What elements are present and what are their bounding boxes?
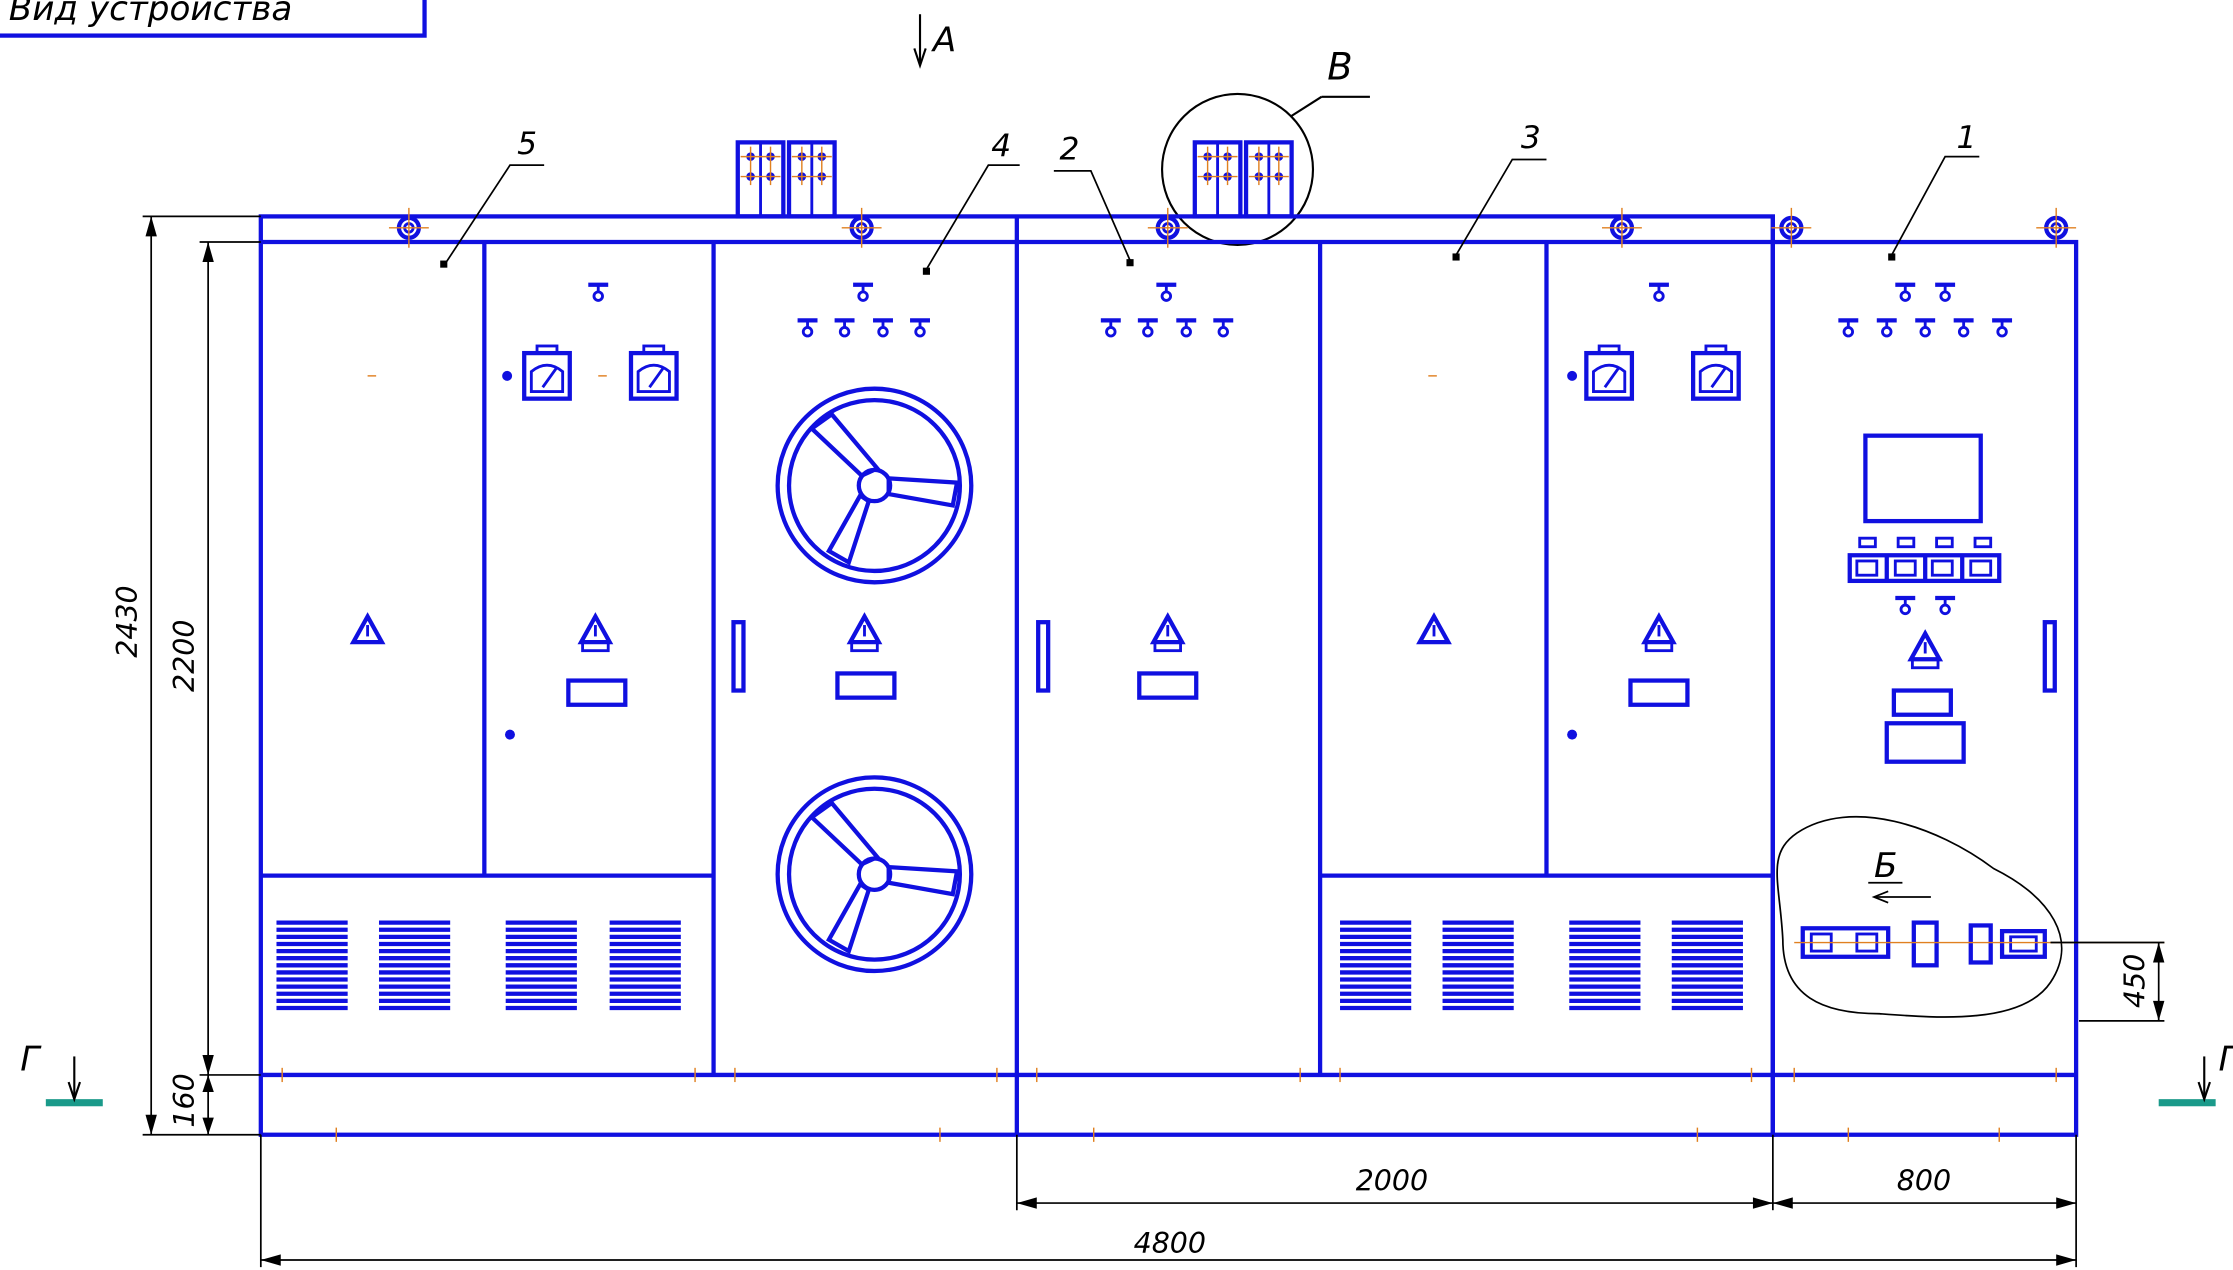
- nameplates-and-handles: [566, 620, 2057, 764]
- section-mark-left: Г: [20, 1040, 103, 1107]
- detail-v-mark: В: [1160, 46, 1370, 246]
- section-mark-right: Г: [2158, 1040, 2233, 1107]
- view-a-mark: А: [913, 14, 956, 69]
- control-panel-display: [1847, 433, 2002, 584]
- callout-dots: [440, 253, 1896, 275]
- ventilation-louvers: [276, 923, 1742, 1008]
- callout-1: 1: [1957, 120, 1977, 156]
- warning-signs: [353, 616, 1939, 667]
- dim-cabinet-height: 2200: [168, 619, 201, 691]
- cabinet-frame: [258, 214, 2079, 1137]
- title-text: Вид устройства: [9, 0, 293, 29]
- detail-b-region: Б: [1776, 815, 2165, 1018]
- busbar-terminals-right: [1195, 142, 1292, 216]
- title-block: Вид устройства: [0, 0, 427, 38]
- panel-meters: [502, 346, 1739, 740]
- callout-2: 2: [1060, 131, 1080, 167]
- view-b-label: Б: [1874, 846, 1897, 886]
- view-a-label: А: [931, 20, 956, 60]
- dim-right-width: 800: [1897, 1164, 1951, 1197]
- dimension-lines: [142, 215, 2165, 1268]
- dim-middle-width: 2000: [1356, 1164, 1428, 1197]
- section-g-left-label: Г: [20, 1040, 42, 1080]
- busbar-terminals-left: [738, 142, 835, 216]
- center-marks: [281, 375, 2057, 1142]
- callout-5: 5: [517, 126, 537, 162]
- callouts: [443, 155, 1980, 271]
- dimension-arrows: [145, 216, 2165, 1266]
- dim-detail-height: 450: [2118, 954, 2151, 1008]
- dim-total-width: 4800: [1134, 1227, 1206, 1260]
- callout-3: 3: [1521, 120, 1541, 156]
- callout-4: 4: [991, 129, 1011, 165]
- dim-total-height: 2430: [111, 585, 144, 657]
- handwheels: [778, 389, 972, 971]
- view-v-label: В: [1327, 46, 1352, 89]
- dim-plinth-height: 160: [168, 1073, 201, 1127]
- indicator-lamps: [588, 285, 2012, 614]
- section-g-right-label: Г: [2218, 1040, 2233, 1080]
